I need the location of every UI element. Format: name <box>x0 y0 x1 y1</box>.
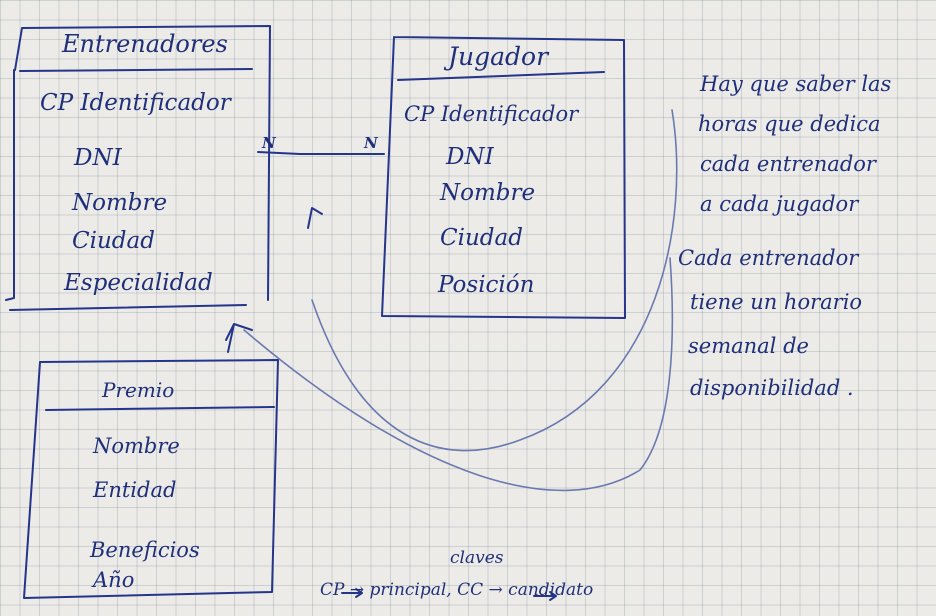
jugador-attr-identificador: CP Identificador <box>404 102 579 126</box>
relationship-arrow <box>307 207 323 229</box>
note-2-line-1: Cada entrenador <box>678 246 859 270</box>
note-2-line-2: tiene un horario <box>690 290 863 314</box>
entrenadores-title-divider <box>19 68 253 72</box>
premio-arrow <box>225 323 253 353</box>
legend-arrow-cp <box>341 588 363 598</box>
premio-attr-beneficios: Beneficios <box>90 538 200 562</box>
note-1-line-4: a cada jugador <box>700 192 859 216</box>
legend-line: CP → principal, CC → candidato <box>320 580 594 600</box>
note-1-line-2: horas que dedica <box>698 112 881 136</box>
legend-title: claves <box>450 548 504 568</box>
note-1-line-3: cada entrenador <box>700 152 876 176</box>
jugador-attr-posicion: Posición <box>438 272 535 298</box>
premio-attr-nombre: Nombre <box>93 434 180 458</box>
jugador-attr-nombre: Nombre <box>440 180 536 206</box>
note-2-line-4: disponibilidad . <box>690 376 854 400</box>
entrenadores-title: Entrenadores <box>62 30 228 58</box>
jugador-title: Jugador <box>448 42 549 71</box>
note-1-line-1: Hay que saber las <box>700 72 892 96</box>
entrenadores-attr-dni: DNI <box>74 145 122 171</box>
jugador-box-outline <box>381 36 626 319</box>
entrenadores-attr-nombre: Nombre <box>72 190 168 216</box>
premio-box-outline <box>23 359 279 599</box>
jugador-title-divider <box>397 71 605 81</box>
jugador-attr-dni: DNI <box>446 144 494 170</box>
cardinality-right: N <box>364 134 378 152</box>
entrenadores-attr-especialidad: Especialidad <box>64 270 213 296</box>
jugador-attr-ciudad: Ciudad <box>440 225 523 251</box>
legend-arrow-cc <box>533 591 557 601</box>
relationship-line <box>257 151 385 155</box>
premio-title-divider <box>45 406 275 411</box>
entrenadores-attr-identificador: CP Identificador <box>40 90 231 116</box>
premio-attr-anio: Año <box>93 568 135 592</box>
entrenadores-attr-ciudad: Ciudad <box>72 228 155 254</box>
note-curve-1 <box>311 109 678 452</box>
premio-title: Premio <box>102 378 175 402</box>
note-2-line-3: semanal de <box>688 334 809 358</box>
note-curve-2 <box>243 257 674 492</box>
entrenadores-box-outline <box>5 25 271 311</box>
cardinality-left: N <box>262 134 276 152</box>
premio-attr-entidad: Entidad <box>93 478 177 502</box>
